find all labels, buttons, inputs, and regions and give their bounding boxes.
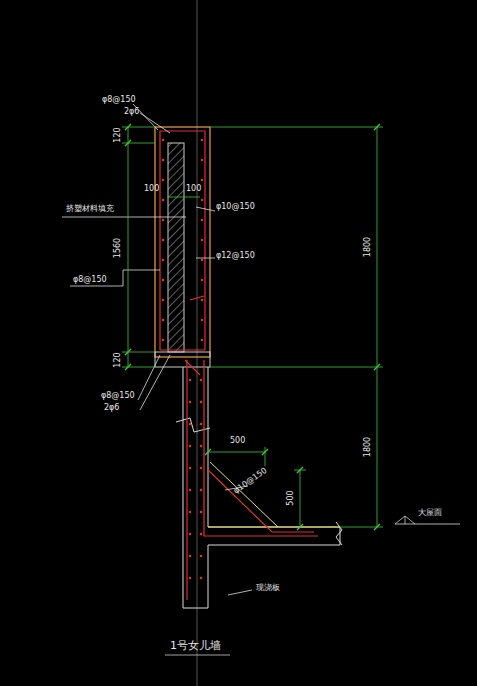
dimension-text: 500 [230,437,245,445]
rebar-label: 2φ6 [104,404,119,412]
dimension-text: 1800 [364,437,372,457]
rebar-dot [189,555,192,558]
insulation-hatch [168,143,184,352]
rebar-dot [201,319,204,322]
rebar-dot [162,339,165,342]
dimension-text: 100 [144,185,159,193]
slab-top [208,527,340,528]
rebar-dot [162,279,165,282]
rebar-dot [200,555,203,558]
rebar-dot [189,379,192,382]
dimension-text: 120 [114,352,122,367]
axis-line [197,0,198,686]
rebar-dot [162,139,165,142]
rebar-dot [189,533,192,536]
rebar-label: φ10@150 [216,203,255,211]
rebar-dot [200,423,203,426]
rebar-dot [201,199,204,202]
rebar [160,131,318,600]
level-label: 大屋面 [418,509,442,517]
rebar-dot [200,577,203,580]
rebar-dot [201,179,204,182]
beam-strip [155,352,210,367]
rebar-dot [189,577,192,580]
wall-outline [155,127,210,357]
rebar-dot [200,467,203,470]
rebar-dot [200,511,203,514]
rebar-dot [162,179,165,182]
rebar-dot [162,199,165,202]
rebar-dot [189,423,192,426]
rebar-dot [201,339,204,342]
rebar-label: φ8@150 [73,276,107,284]
drawing-title: 1号女儿墙 [170,640,221,651]
slab-label: 现浇板 [256,584,280,592]
rebar-dot [200,401,203,404]
rebar-dot [200,489,203,492]
rebar-dot [162,159,165,162]
rebar-dot [162,259,165,262]
break-symbol [336,522,342,545]
rebar-dot [200,445,203,448]
material-label: 挤塑材料填充 [66,205,114,213]
dimension-text: 100 [186,185,201,193]
dimension-text: 120 [114,127,122,142]
rebar-dot [189,467,192,470]
rebar-dot [200,533,203,536]
rebar-label: 2φ6 [124,108,139,116]
break-symbol [176,418,210,432]
rebar-dot [201,159,204,162]
rebar-dot [201,219,204,222]
rebar-label: φ12@150 [216,252,255,260]
dimension-text: 500 [287,490,295,505]
rebar-dot [162,299,165,302]
rebar-dot [201,279,204,282]
rebar-dot [189,511,192,514]
rebar-label: φ10@150 [232,467,268,496]
rebar-dot [201,299,204,302]
rebar-dot [162,239,165,242]
rebar-label: φ8@150 [101,392,135,400]
wall-slab-outline [183,367,340,608]
dimension-text: 1800 [364,237,372,257]
rebar-dot [201,239,204,242]
leader-lines [62,104,460,655]
rebar-dot [189,401,192,404]
rebar-label: φ8@150 [102,96,136,104]
dimension-text: 1560 [114,238,122,258]
rebar-dot [201,259,204,262]
haunch-line [210,462,278,527]
rebar-dot [200,379,203,382]
rebar-dot [189,489,192,492]
rebar-dot [201,139,204,142]
dimension-lines [122,124,383,530]
rebar-dot [189,445,192,448]
rebar-dot [162,319,165,322]
rebar-dot [162,219,165,222]
